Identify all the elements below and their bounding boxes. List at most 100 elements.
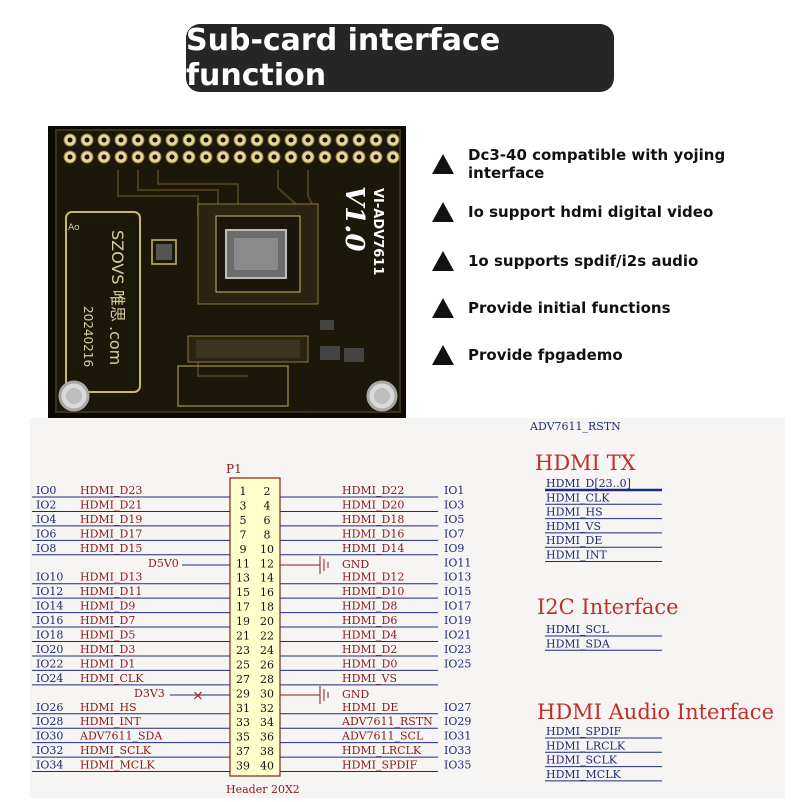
pin-number: 39 xyxy=(236,760,250,773)
net-label: HDMI_D11 xyxy=(80,585,142,598)
header-pin-hole xyxy=(101,137,107,143)
net-label: HDMI_D8 xyxy=(342,600,397,613)
group-title-hdmi-audio: HDMI Audio Interface xyxy=(537,700,774,724)
net-label: HDMI_D18 xyxy=(342,513,404,526)
triangle-bullet-icon xyxy=(432,202,454,222)
nc-mark-icon: × xyxy=(192,688,204,704)
pin-number: 11 xyxy=(236,557,250,570)
connector-footer: Header 20X2 xyxy=(226,783,300,796)
io-label: IO4 xyxy=(36,513,56,526)
header-pin-hole xyxy=(169,154,175,160)
header-pin-hole xyxy=(373,137,379,143)
net-label: HDMI_D7 xyxy=(80,614,135,627)
board-version-text: V1.0 xyxy=(339,186,369,251)
pin-number: 38 xyxy=(260,745,274,758)
pin-number: 27 xyxy=(236,673,250,686)
pin-number: 33 xyxy=(236,716,250,729)
io-label: IO0 xyxy=(36,484,56,497)
net-label: HDMI_D16 xyxy=(342,527,404,540)
feature-label: Provide fpgademo xyxy=(468,346,623,364)
pin-number: 40 xyxy=(260,760,274,773)
pin-number: 28 xyxy=(260,673,274,686)
header-pin-hole xyxy=(67,137,73,143)
pin-number: 17 xyxy=(236,601,250,614)
board-date-text: 20240216 xyxy=(81,306,95,367)
header-pin-hole xyxy=(135,154,141,160)
header-pin-hole xyxy=(84,154,90,160)
pin-number: 7 xyxy=(240,528,247,541)
group-signal-label: HDMI_SDA xyxy=(546,637,611,650)
pin-number: 31 xyxy=(236,702,250,715)
net-label: HDMI_D12 xyxy=(342,571,404,584)
pin-number: 36 xyxy=(260,731,274,744)
group-signal-label: HDMI_VS xyxy=(546,520,601,533)
io-label: IO16 xyxy=(36,614,63,627)
group-signal-label: HDMI_CLK xyxy=(546,491,610,504)
io-label: IO25 xyxy=(444,657,471,670)
page-title: Sub-card interface function xyxy=(186,23,614,93)
io-label: IO35 xyxy=(444,759,471,772)
net-label: HDMI_D4 xyxy=(342,629,397,642)
header-pin-hole xyxy=(339,137,345,143)
triangle-bullet-icon xyxy=(432,154,454,174)
io-label: IO9 xyxy=(444,542,464,555)
pin-number: 15 xyxy=(236,586,250,599)
net-label: HDMI_D2 xyxy=(342,643,397,656)
board-brand-cn-text: 唯思 xyxy=(108,290,127,322)
board-brand-text: SZOVS xyxy=(108,230,127,285)
header-pin-hole xyxy=(169,137,175,143)
pin-number: 13 xyxy=(236,572,250,585)
pin-number: 18 xyxy=(260,601,274,614)
io-label: IO34 xyxy=(36,759,63,772)
io-label: IO15 xyxy=(444,585,471,598)
pcb-board-image: Ao SZOVS 唯思 .com 20240216 VI-ADV7611 V1.… xyxy=(48,126,406,418)
header-pin-hole xyxy=(356,137,362,143)
net-label: HDMI_D19 xyxy=(80,513,142,526)
header-pin-hole xyxy=(339,154,345,160)
net-label: HDMI_D22 xyxy=(342,484,404,497)
triangle-bullet-icon xyxy=(432,298,454,318)
io-label: IO10 xyxy=(36,571,63,584)
io-label: IO18 xyxy=(36,629,63,642)
gnd-label: GND xyxy=(342,688,369,701)
io-label: IO22 xyxy=(36,657,63,670)
net-label: HDMI_D9 xyxy=(80,600,135,613)
group-signal-label: HDMI_D[23..0] xyxy=(546,477,631,490)
triangle-bullet-icon xyxy=(432,345,454,365)
net-label: HDMI_D15 xyxy=(80,542,142,555)
feature-item: 1o supports spdif/i2s audio xyxy=(432,248,698,274)
io-label: IO28 xyxy=(36,715,63,728)
header-pin-hole xyxy=(237,154,243,160)
header-pin-hole xyxy=(220,137,226,143)
pin-number: 25 xyxy=(236,658,250,671)
group-signal-label: HDMI_SCL xyxy=(546,623,609,636)
io-label: IO7 xyxy=(444,527,464,540)
feature-item: Io support hdmi digital video xyxy=(432,199,713,225)
pin-number: 34 xyxy=(260,716,274,729)
header-pin-hole xyxy=(118,137,124,143)
io-label: IO32 xyxy=(36,744,63,757)
pin-number: 19 xyxy=(236,615,250,628)
io-label: IO30 xyxy=(36,730,63,743)
net-label: HDMI_D3 xyxy=(80,643,135,656)
net-label: HDMI_D1 xyxy=(80,657,135,670)
feature-item: Dc3-40 compatible with yojing interface xyxy=(432,146,800,182)
net-label: HDMI_D6 xyxy=(342,614,397,627)
group-signal-label: HDMI_SPDIF xyxy=(546,725,622,738)
group-signal-label: HDMI_HS xyxy=(546,506,603,519)
header-pin-hole xyxy=(101,154,107,160)
pin-number: 26 xyxy=(260,658,274,671)
gnd-symbol-icon xyxy=(280,686,329,704)
net-label: HDMI_INT xyxy=(80,715,141,728)
header-pin-hole xyxy=(288,137,294,143)
io-label: IO21 xyxy=(444,629,471,642)
d3v3-label: D3V3 xyxy=(134,687,165,700)
rstn-label: ADV7611_RSTN xyxy=(529,420,621,433)
net-label: HDMI_HS xyxy=(80,701,137,714)
header-pin-hole xyxy=(305,137,311,143)
header-pin-hole xyxy=(288,154,294,160)
d5v0-label: D5V0 xyxy=(148,557,179,570)
io-label: IO14 xyxy=(36,600,63,613)
io-label: IO33 xyxy=(444,744,471,757)
group-signal-label: HDMI_LRCLK xyxy=(546,739,626,752)
